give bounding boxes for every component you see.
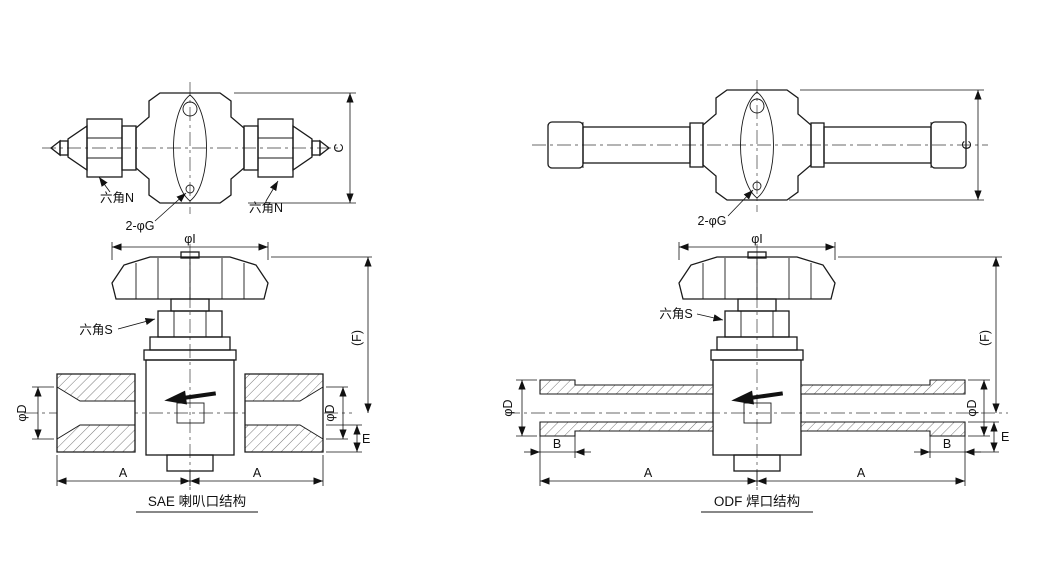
flare-nut-right	[244, 373, 324, 453]
sae-top-view: C 六角N 六角N 2-φG	[42, 82, 356, 233]
flare-connection-left	[49, 118, 137, 178]
dim-label-e: E	[362, 432, 370, 446]
sae-front-view: φI 六角S (F) φD φD E	[15, 232, 372, 490]
solder-tube-right	[810, 121, 967, 169]
body-flange-outline	[702, 89, 812, 201]
dim-label-c: C	[332, 143, 346, 152]
hole-phi-g-bottom	[752, 181, 762, 191]
stem-and-bonnet	[710, 298, 804, 361]
odf-front-view: φI 六角S (F) φD φD E	[501, 232, 1009, 490]
hand-wheel	[678, 251, 836, 300]
label-hex-s: 六角S	[79, 323, 112, 337]
dim-label-f: (F)	[350, 330, 364, 346]
dim-label-phi-d-left: φD	[15, 404, 29, 421]
hole-phi-g-bottom	[185, 184, 195, 194]
dim-label-c: C	[960, 140, 974, 149]
flow-arrow	[731, 390, 784, 405]
solder-socket-left	[539, 379, 714, 437]
dim-label-phi-i: φI	[751, 232, 763, 246]
dim-label-b-right: B	[943, 437, 951, 451]
solder-tube-left	[547, 121, 704, 169]
hole-phi-g-top	[749, 98, 765, 114]
dim-label-f: (F)	[978, 330, 992, 346]
label-hex-n-right: 六角N	[249, 201, 283, 215]
label-2-phi-g: 2-φG	[126, 219, 155, 233]
dim-label-phi-d-left: φD	[501, 399, 515, 416]
label-hex-n-left: 六角N	[100, 191, 134, 205]
label-hex-s: 六角S	[659, 307, 692, 321]
packing-boss	[740, 91, 774, 199]
sae-diagram: C 六角N 六角N 2-φG	[15, 82, 372, 513]
dim-label-phi-i: φI	[184, 232, 196, 246]
flare-connection-right	[243, 118, 331, 178]
dim-label-a-right: A	[253, 466, 262, 480]
packing-boss	[173, 94, 207, 202]
sae-caption: SAE 喇叭口结构	[148, 494, 246, 509]
flow-arrow	[164, 390, 217, 405]
dim-label-a-right: A	[857, 466, 866, 480]
label-2-phi-g: 2-φG	[698, 214, 727, 228]
odf-caption: ODF 焊口结构	[714, 494, 800, 509]
valve-body	[145, 359, 235, 472]
dim-label-a-left: A	[119, 466, 128, 480]
hole-phi-g-top	[182, 101, 198, 117]
dim-label-e: E	[1001, 430, 1009, 444]
odf-diagram: C 2-φG	[501, 80, 1009, 513]
dim-label-b-left: B	[553, 437, 561, 451]
flare-nut-left	[56, 373, 136, 453]
solder-socket-right	[800, 379, 966, 437]
odf-top-view: C 2-φG	[532, 80, 988, 228]
body-flange-outline	[135, 92, 245, 204]
dim-label-a-left: A	[644, 466, 653, 480]
dim-label-phi-d-right: φD	[965, 399, 979, 416]
hand-wheel	[111, 251, 269, 300]
dim-label-phi-d-right: φD	[323, 404, 337, 421]
